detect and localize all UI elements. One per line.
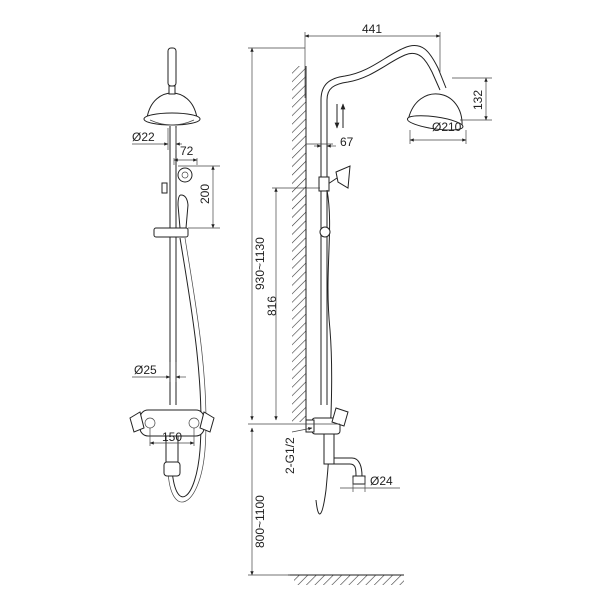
wall-hatch — [292, 66, 306, 422]
dim-spout-diameter: Ø24 — [370, 474, 393, 488]
dim-adjust-range: 67 — [340, 135, 354, 149]
side-shower-head — [406, 93, 464, 131]
front-shower-head-face — [143, 112, 201, 126]
side-shower-arm-inner — [326, 52, 441, 101]
side-hand-shower — [335, 165, 351, 189]
dim-slide-length: 816 — [265, 296, 279, 316]
front-view: Ø22 72 200 Ø25 150 — [129, 47, 220, 503]
side-spout-top — [334, 457, 363, 477]
dim-arm-length: 441 — [362, 22, 382, 36]
side-slide-bracket — [318, 176, 330, 192]
front-hand-shower — [177, 194, 189, 229]
front-slide-bracket — [153, 227, 189, 238]
height-adjust-arrows-icon — [334, 103, 346, 129]
dim-head-height: 132 — [471, 90, 485, 110]
side-mixer-handle — [331, 407, 349, 427]
dim-valve-width: 150 — [162, 430, 182, 444]
floor-hatch — [294, 575, 404, 585]
dim-thread: 2-G1/2 — [283, 437, 297, 474]
side-hose — [315, 189, 333, 515]
side-diverter — [323, 433, 335, 465]
dim-handshower-height: 200 — [198, 184, 212, 204]
dim-head-diameter: Ø210 — [432, 120, 462, 134]
dim-total-height: 930~1130 — [253, 237, 267, 290]
dim-handshower-offset: 72 — [180, 144, 194, 158]
side-view: 441 132 Ø210 67 930~1130 816 — [248, 22, 492, 585]
side-shower-arm-outer — [320, 45, 447, 101]
dim-outlet-diameter: Ø22 — [132, 130, 155, 144]
front-hose — [171, 237, 202, 498]
dim-riser-diameter: Ø25 — [134, 363, 157, 377]
front-handle-right — [199, 411, 215, 433]
dim-install-height: 800~1100 — [253, 495, 267, 548]
front-handle-left — [129, 411, 145, 433]
front-top-stub — [167, 47, 177, 87]
side-spout-outlet — [352, 475, 366, 485]
front-handshower-holder — [177, 167, 193, 183]
